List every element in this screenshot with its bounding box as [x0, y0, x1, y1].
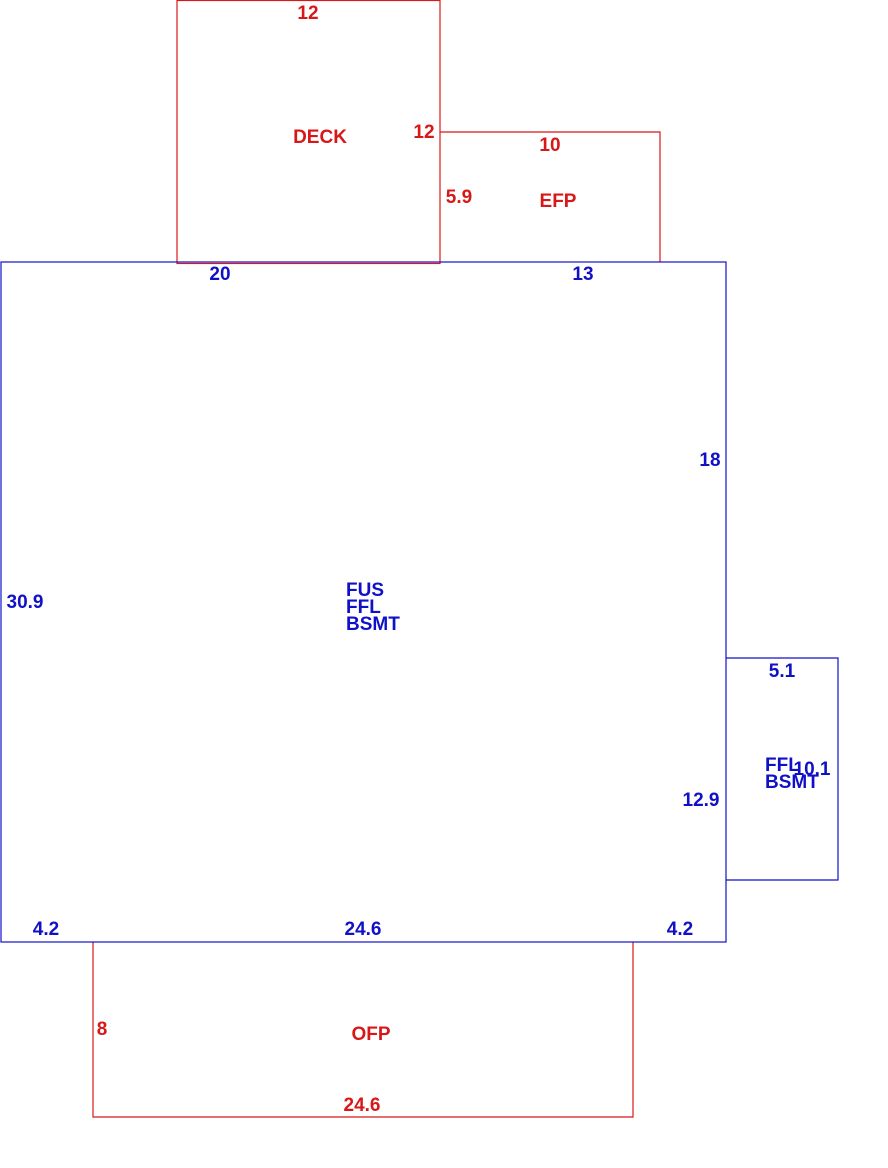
main-dim-left: 30.9	[7, 592, 44, 613]
main-label-ffl: FFL	[346, 597, 381, 618]
main-dim-right-lower: 12.9	[683, 790, 720, 811]
bump-out-dim-top: 5.1	[769, 661, 796, 682]
main-structure: 20 13 18 30.9 12.9 4.2 24.6 4.2 FUS FFL …	[0, 261, 727, 943]
bump-out-label-bsmt: BSMT	[765, 772, 819, 793]
bump-out-label-ffl: FFL	[765, 755, 800, 776]
bump-out-outline	[726, 657, 839, 881]
efp-outline	[440, 131, 661, 262]
deck-area: 12 DECK 12	[176, 0, 441, 265]
deck-dim-top: 12	[297, 3, 318, 24]
deck-dim-right: 12	[413, 122, 434, 143]
main-label-fus: FUS	[346, 580, 384, 601]
bump-out-dim-right: 10.1	[794, 759, 831, 780]
bump-out-area: 5.1 10.1 FFL BSMT	[726, 657, 839, 881]
efp-label: EFP	[540, 191, 577, 212]
efp-dim-top: 10	[539, 135, 560, 156]
main-dim-bottom-right: 4.2	[667, 919, 693, 940]
main-structure-outline	[0, 261, 727, 943]
ofp-outline	[92, 942, 634, 1118]
efp-dim-left: 5.9	[446, 187, 472, 208]
main-dim-right-upper: 18	[699, 450, 720, 471]
main-dim-top-right: 13	[572, 264, 593, 285]
ofp-dim-left: 8	[97, 1019, 108, 1040]
ofp-label: OFP	[351, 1024, 390, 1045]
main-dim-bottom-left: 4.2	[33, 919, 59, 940]
main-label-bsmt: BSMT	[346, 614, 400, 635]
main-dim-top-left: 20	[209, 264, 230, 285]
ofp-area: 8 OFP 24.6	[92, 942, 634, 1118]
ofp-dim-bottom: 24.6	[344, 1095, 381, 1116]
efp-area: 10 EFP 5.9	[440, 131, 661, 262]
main-dim-bottom: 24.6	[345, 919, 382, 940]
deck-label: DECK	[293, 127, 347, 148]
